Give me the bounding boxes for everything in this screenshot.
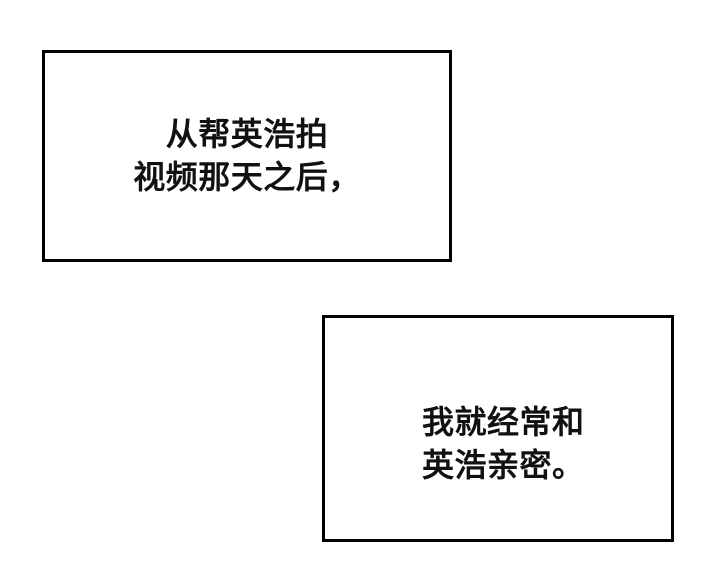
panel-1-caption-text: 从帮英浩拍 视频那天之后， (133, 116, 361, 195)
panel-2-caption-text: 我就经常和 英浩亲密。 (422, 404, 585, 483)
comic-panel-1: 从帮英浩拍 视频那天之后， (42, 50, 452, 262)
comic-panel-2: 我就经常和 英浩亲密。 (322, 315, 674, 542)
